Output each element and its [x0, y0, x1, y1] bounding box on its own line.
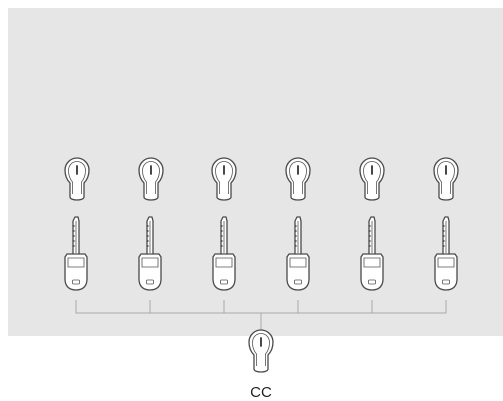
common-cylinder-label: CC: [250, 384, 272, 401]
common-cylinder-icon: [249, 330, 273, 372]
